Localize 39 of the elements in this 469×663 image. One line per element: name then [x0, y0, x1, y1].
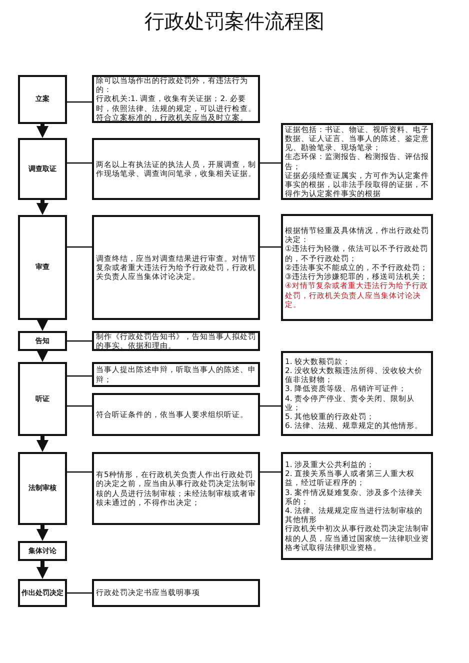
arrow — [36, 124, 48, 138]
description-box — [92, 138, 260, 200]
connector-line — [260, 471, 281, 473]
step-box — [18, 362, 67, 436]
connector-line — [67, 471, 92, 473]
description-box — [281, 214, 433, 321]
arrow — [36, 319, 48, 331]
arrow — [36, 561, 48, 579]
description-box — [92, 452, 260, 525]
connector-line — [67, 375, 92, 377]
description-box — [92, 579, 260, 607]
description-box — [281, 123, 433, 200]
connector-line — [260, 405, 281, 407]
step-box — [18, 579, 67, 607]
step-box — [18, 452, 67, 525]
arrow — [36, 436, 48, 452]
step-box — [18, 215, 67, 320]
connector-line — [67, 340, 92, 342]
step-box — [18, 138, 67, 200]
description-box — [92, 215, 260, 320]
arrow — [36, 200, 48, 215]
step-box — [18, 331, 67, 351]
description-box — [281, 351, 433, 436]
connector-line — [67, 101, 92, 103]
description-box — [92, 393, 260, 436]
description-box — [281, 452, 433, 560]
connector-line — [67, 162, 92, 164]
connector-line — [260, 246, 281, 248]
diagram-title: 行政处罚案件流程图 — [144, 8, 326, 34]
description-box — [92, 362, 260, 387]
step-box — [18, 541, 67, 561]
description-box — [92, 75, 260, 123]
arrow — [36, 350, 48, 362]
connector-line — [67, 592, 92, 594]
connector-line — [260, 162, 281, 164]
arrow — [36, 525, 48, 541]
step-box — [18, 75, 67, 124]
connector-line — [67, 405, 92, 407]
connector-line — [67, 246, 92, 248]
